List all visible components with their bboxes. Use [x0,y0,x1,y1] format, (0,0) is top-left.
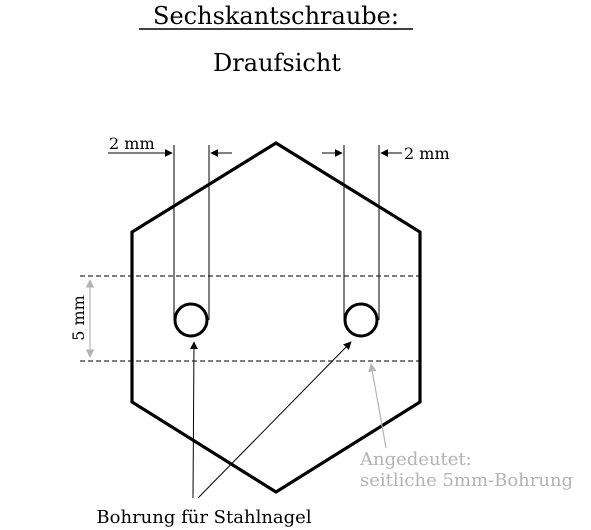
diagram-title: Sechskantschraube: [153,2,399,30]
hint-arrow [368,363,387,449]
right-bore-circle [343,302,379,338]
hint-line-1: Angedeutet: [359,449,472,470]
hint-line-2: seitliche 5mm-Bohrung [360,470,573,491]
left-dim-label: 2 mm [109,134,155,153]
right-dim-label: 2 mm [404,144,450,163]
caption-arrow-left [189,341,198,499]
hexagon-outline [130,141,422,494]
left-bore-circle [173,302,209,338]
diagram-subtitle: Draufsicht [213,49,341,77]
caption-arrow-right [197,341,352,499]
bottom-caption: Bohrung für Stahlnagel [96,507,311,528]
vertical-dim-label: 5 mm [69,295,88,341]
